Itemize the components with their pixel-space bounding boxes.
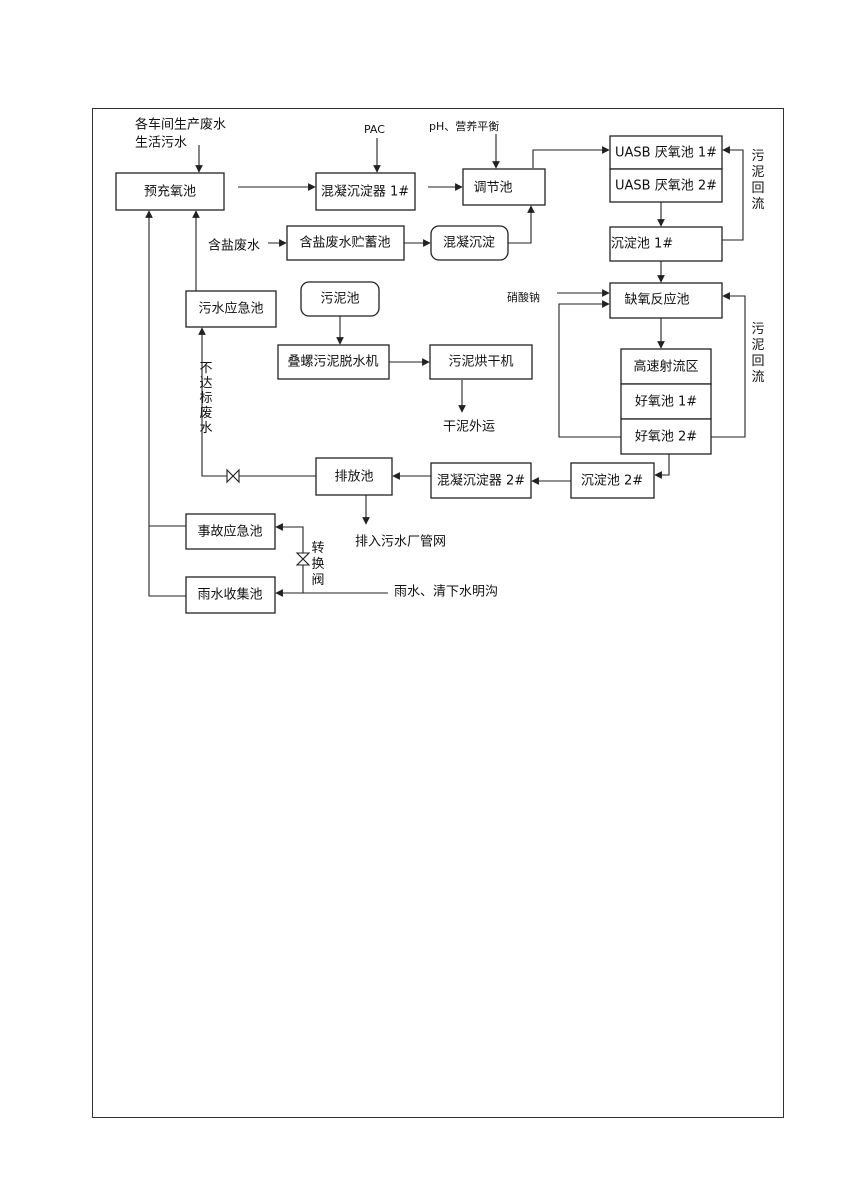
edge-regulating-uasb bbox=[532, 146, 610, 168]
edge-sludge-return-1 bbox=[722, 146, 744, 241]
svg-text:雨水收集池: 雨水收集池 bbox=[197, 587, 262, 603]
node-sedimentation-1: 沉淀池 1# bbox=[609, 226, 723, 262]
svg-text:好氧池 1#: 好氧池 1# bbox=[635, 395, 697, 410]
svg-text:沉淀池 1#: 沉淀池 1# bbox=[611, 237, 673, 252]
svg-text:UASB 厌氧池 2#: UASB 厌氧池 2# bbox=[615, 179, 717, 194]
node-coag-sedimenter-2: 混凝沉淀器 2# bbox=[430, 462, 532, 499]
svg-text:事故应急池: 事故应急池 bbox=[197, 524, 262, 540]
node-emergency-sewage-tank: 污水应急池 bbox=[185, 290, 277, 328]
edge-aerobic-sed2 bbox=[654, 454, 670, 479]
svg-text:含盐废水贮蓄池: 含盐废水贮蓄池 bbox=[299, 235, 390, 251]
node-salt-storage-tank: 含盐废水贮蓄池 bbox=[286, 225, 405, 261]
node-coag-sedimentation: 混凝沉淀 bbox=[430, 225, 509, 261]
node-high-speed-jet: 高速射流区 bbox=[620, 348, 712, 385]
label-sludge-return-1: 污泥回流 bbox=[751, 149, 764, 212]
node-discharge-tank: 排放池 bbox=[315, 457, 393, 496]
node-pre-oxygen-tank: 预充氧池 bbox=[115, 172, 225, 211]
svg-text:排放池: 排放池 bbox=[334, 470, 373, 485]
svg-text:高速射流区: 高速射流区 bbox=[633, 359, 698, 375]
node-rain-collection-tank: 雨水收集池 bbox=[185, 576, 276, 614]
label-pac: PAC bbox=[364, 123, 385, 136]
node-uasb-1: UASB 厌氧池 1# bbox=[609, 135, 723, 170]
label-substandard-water: 不达标废水 bbox=[199, 361, 212, 436]
node-screw-dewatering: 叠螺污泥脱水机 bbox=[277, 344, 390, 380]
node-anoxic-reactor: 缺氧反应池 bbox=[609, 282, 723, 319]
node-coag-sedimenter-1: 混凝沉淀器 1# bbox=[315, 172, 416, 211]
node-aerobic-2: 好氧池 2# bbox=[620, 418, 712, 455]
node-accident-tank: 事故应急池 bbox=[185, 513, 276, 550]
label-rain-ditch: 雨水、清下水明沟 bbox=[394, 585, 498, 600]
node-sludge-dryer: 污泥烘干机 bbox=[429, 344, 533, 380]
valve-icon bbox=[226, 468, 240, 484]
page-frame bbox=[92, 108, 784, 1118]
svg-text:污泥池: 污泥池 bbox=[320, 292, 359, 307]
label-sludge-return-2: 污泥回流 bbox=[751, 322, 764, 385]
svg-text:混凝沉淀器 1#: 混凝沉淀器 1# bbox=[321, 184, 409, 200]
label-inflow-domestic: 生活污水 bbox=[135, 136, 187, 151]
edge-internal-return bbox=[558, 300, 621, 438]
edge-substandard-return bbox=[198, 327, 316, 477]
node-sludge-tank: 污泥池 bbox=[300, 281, 380, 317]
node-regulating-tank: 调节池 bbox=[462, 168, 546, 206]
edge-valve-accident bbox=[275, 523, 304, 593]
svg-text:污泥烘干机: 污泥烘干机 bbox=[448, 355, 513, 370]
svg-text:UASB 厌氧池 1#: UASB 厌氧池 1# bbox=[615, 146, 717, 161]
svg-text:污水应急池: 污水应急池 bbox=[198, 301, 263, 317]
svg-text:混凝沉淀器 2#: 混凝沉淀器 2# bbox=[437, 473, 525, 489]
label-salt-water: 含盐废水 bbox=[208, 238, 260, 254]
node-sedimentation-2: 沉淀池 2# bbox=[570, 462, 655, 499]
label-ph-nutrient: pH、营养平衡 bbox=[429, 119, 499, 133]
label-dry-sludge: 干泥外运 bbox=[443, 420, 495, 435]
node-uasb-2: UASB 厌氧池 2# bbox=[609, 168, 723, 203]
edge-coagsed-regulating bbox=[508, 205, 535, 244]
svg-text:叠螺污泥脱水机: 叠螺污泥脱水机 bbox=[287, 355, 378, 370]
svg-text:好氧池 2#: 好氧池 2# bbox=[635, 430, 697, 445]
edge-rain-preox bbox=[145, 210, 186, 597]
edge-sludge-return-2 bbox=[711, 292, 746, 438]
label-switch-valve: 转换阀 bbox=[311, 541, 324, 588]
node-aerobic-1: 好氧池 1# bbox=[620, 383, 712, 420]
label-inflow-production: 各车间生产废水 bbox=[135, 117, 226, 133]
switch-valve-icon bbox=[295, 552, 311, 566]
svg-text:预充氧池: 预充氧池 bbox=[144, 184, 196, 200]
label-to-sewer: 排入污水厂管网 bbox=[355, 535, 446, 550]
label-sodium-nitrate: 硝酸钠 bbox=[507, 290, 540, 304]
svg-text:混凝沉淀: 混凝沉淀 bbox=[443, 235, 495, 251]
svg-text:沉淀池 2#: 沉淀池 2# bbox=[581, 474, 643, 489]
svg-text:缺氧反应池: 缺氧反应池 bbox=[624, 292, 689, 308]
svg-text:调节池: 调节池 bbox=[473, 181, 512, 196]
